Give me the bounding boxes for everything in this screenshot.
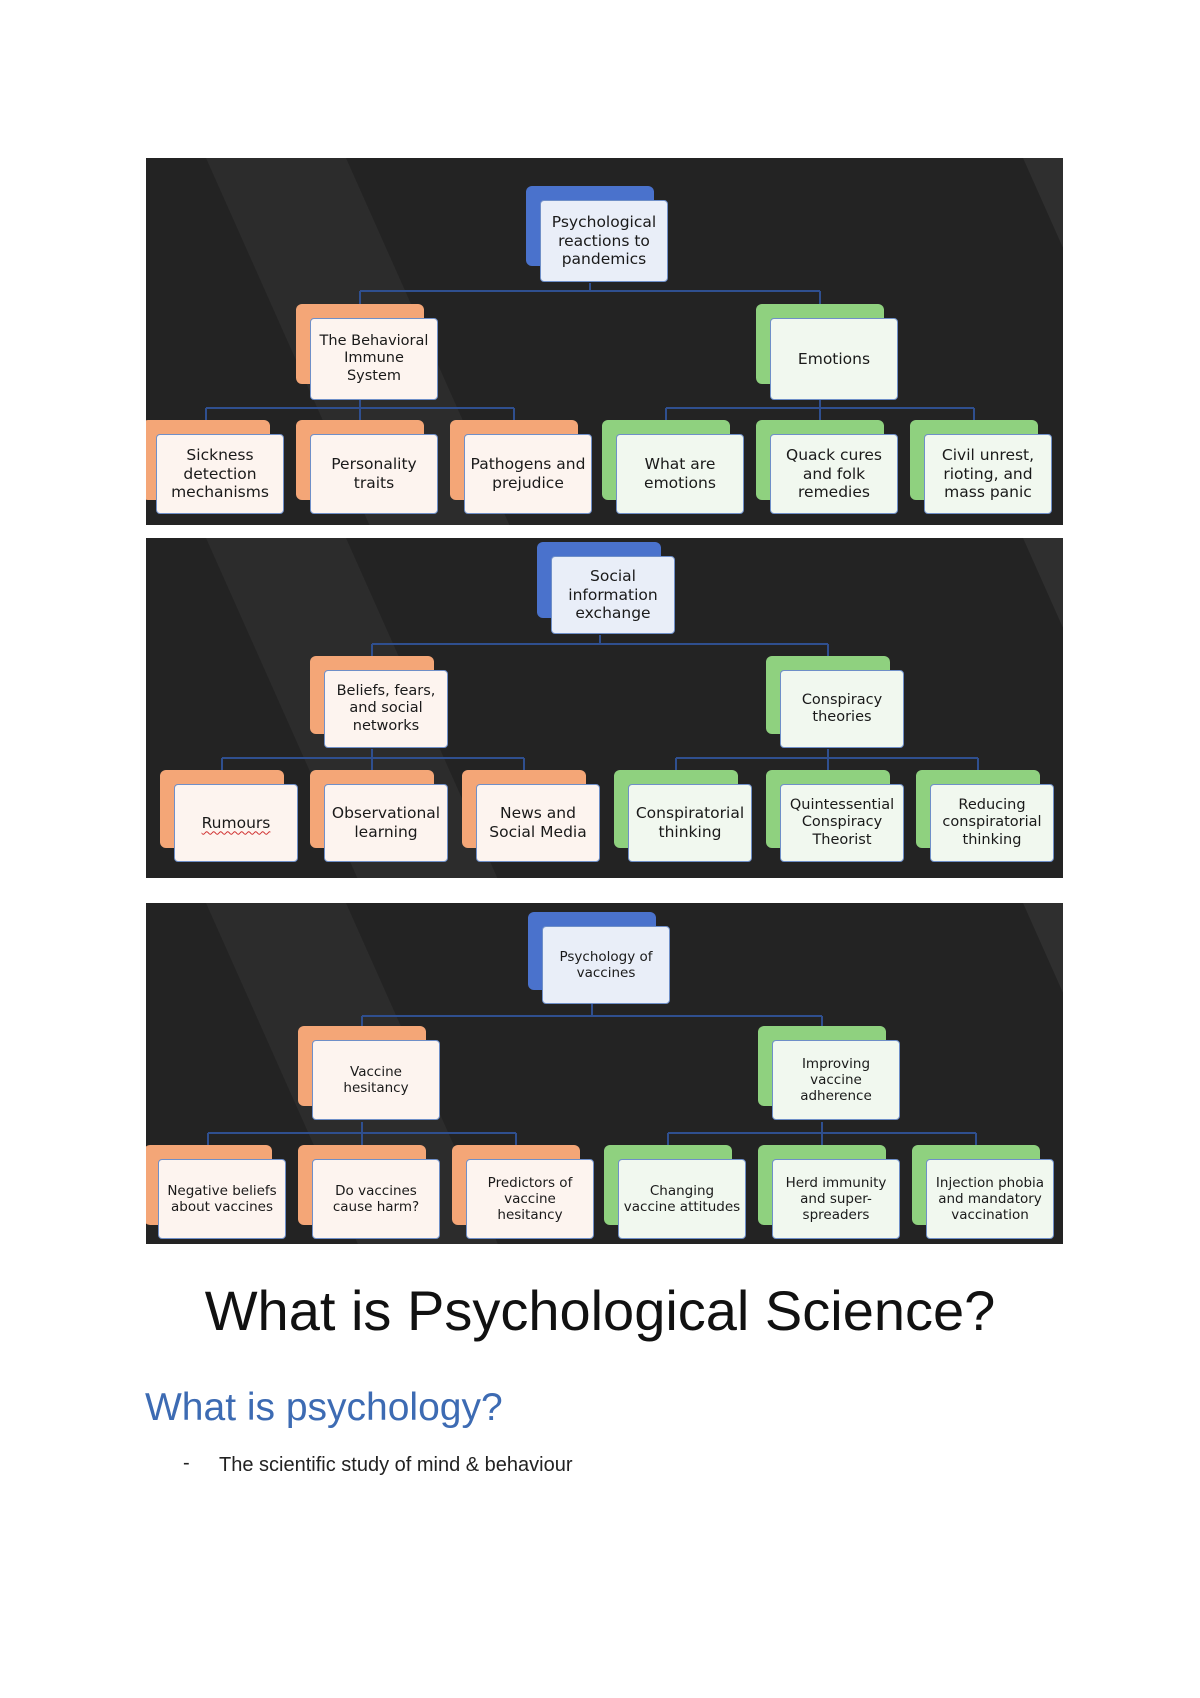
diagram-panel-social-information: Social information exchange Beliefs, fea… (146, 538, 1063, 878)
node-label: News and Social Media (476, 784, 600, 862)
section-heading: What is psychology? (145, 1386, 503, 1429)
node-label: Quintessential Conspiracy Theorist (780, 784, 904, 862)
node-label: Emotions (770, 318, 898, 400)
node-label: Conspiracy theories (780, 670, 904, 748)
node-label: Civil unrest, rioting, and mass panic (924, 434, 1052, 514)
node-label: Sickness detection mechanisms (156, 434, 284, 514)
diagram-panel-vaccines: Psychology of vaccines Vaccine hesitancy… (146, 903, 1063, 1244)
bullet-marker: - (183, 1452, 190, 1474)
node-label: Rumours (174, 784, 298, 862)
node-label: Psychology of vaccines (542, 926, 670, 1004)
node-label: What are emotions (616, 434, 744, 514)
node-label: Vaccine hesitancy (312, 1040, 440, 1120)
node-label: Negative beliefs about vaccines (158, 1159, 286, 1239)
node-label: Quack cures and folk remedies (770, 434, 898, 514)
node-label: Conspiratorial thinking (628, 784, 752, 862)
node-label: Psychological reactions to pandemics (540, 200, 668, 282)
node-label: Changing vaccine attitudes (618, 1159, 746, 1239)
node-label: The Behavioral Immune System (310, 318, 438, 400)
node-label: Predictors of vaccine hesitancy (466, 1159, 594, 1239)
node-label: Observational learning (324, 784, 448, 862)
node-label: Herd immunity and super-spreaders (772, 1159, 900, 1239)
node-label: Pathogens and prejudice (464, 434, 592, 514)
node-label: Social information exchange (551, 556, 675, 634)
node-label: Injection phobia and mandatory vaccinati… (926, 1159, 1054, 1239)
node-label: Do vaccines cause harm? (312, 1159, 440, 1239)
node-label: Improving vaccine adherence (772, 1040, 900, 1120)
bullet-text: The scientific study of mind & behaviour (219, 1454, 573, 1476)
diagram-panel-pandemics: Psychological reactions to pandemics The… (146, 158, 1063, 525)
node-label: Beliefs, fears, and social networks (324, 670, 448, 748)
node-label: Personality traits (310, 434, 438, 514)
rumours-text: Rumours (201, 813, 271, 832)
page-heading: What is Psychological Science? (204, 1279, 996, 1342)
node-label: Reducing conspiratorial thinking (930, 784, 1054, 862)
